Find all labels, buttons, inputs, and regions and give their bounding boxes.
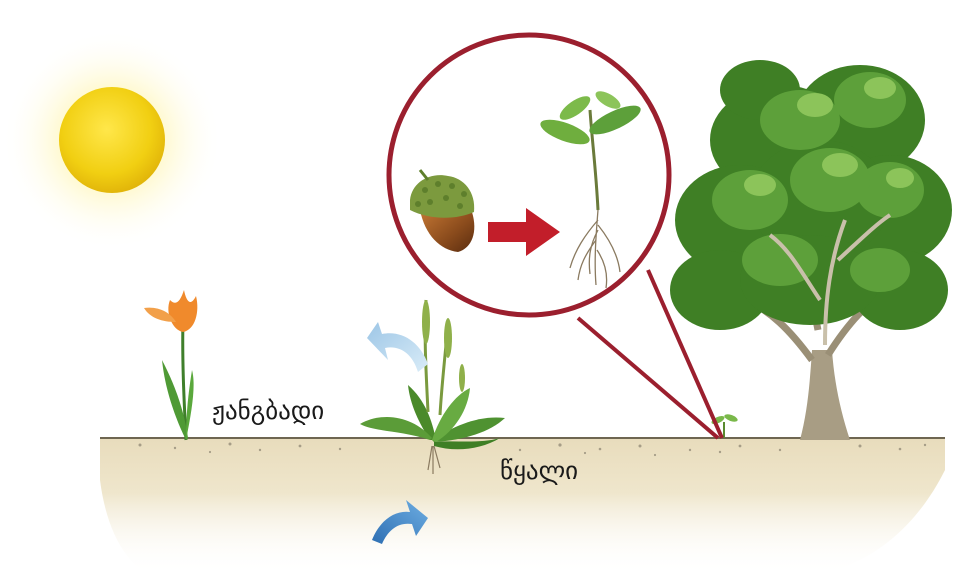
oxygen-label: ჟანგბადი xyxy=(212,398,324,423)
sun-icon xyxy=(2,30,222,250)
water-label: წყალი xyxy=(500,458,578,483)
tulip-icon xyxy=(144,290,197,440)
magnifier-circle xyxy=(389,35,669,315)
oak-tree-icon xyxy=(670,60,952,440)
oxygen-arrow-icon xyxy=(367,322,428,372)
